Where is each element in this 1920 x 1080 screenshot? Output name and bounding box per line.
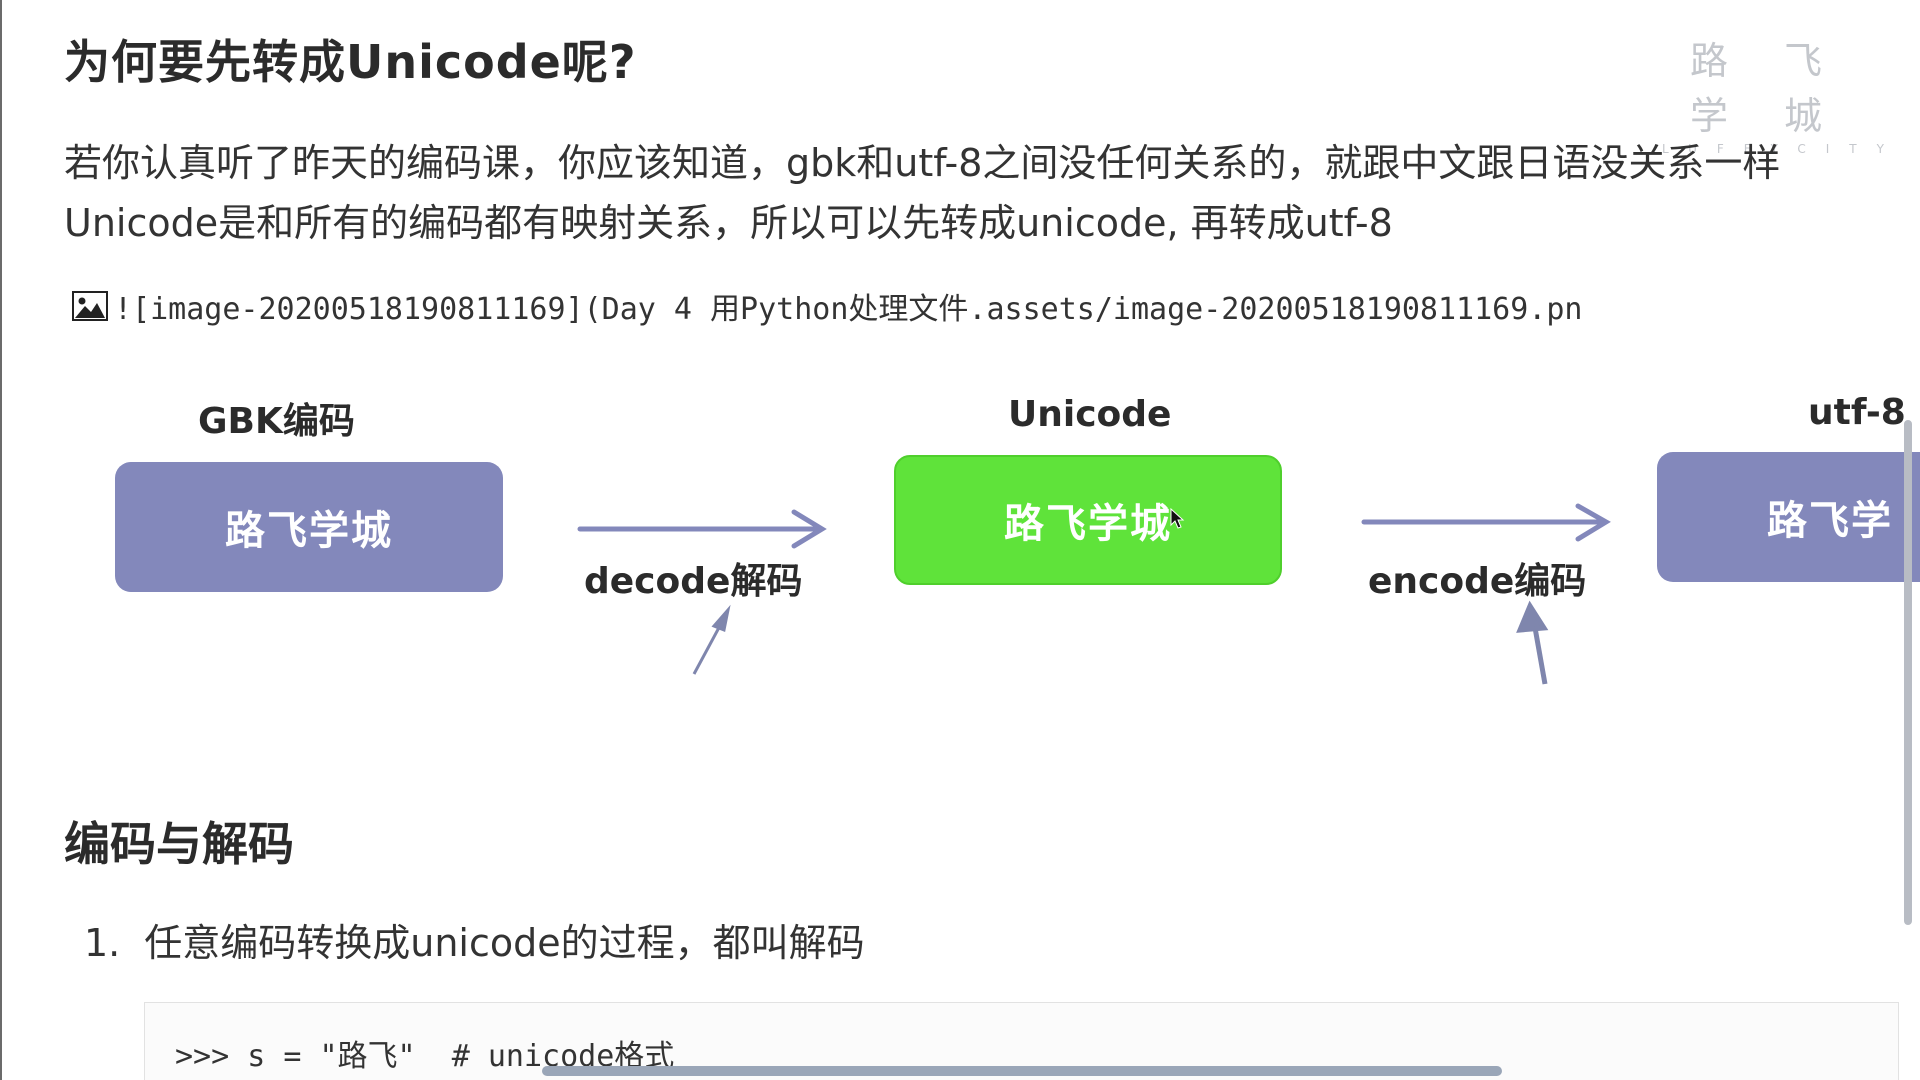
broken-image-markdown[interactable]: ![image-20200518190811169](Day 4 用Python… <box>72 284 1583 328</box>
decode-pointer-arrow <box>692 604 731 675</box>
encode-arrow <box>1361 503 1611 542</box>
gbk-box: 路飞学城 <box>115 462 503 592</box>
image-markdown-text: ![image-20200518190811169](Day 4 用Python… <box>114 292 1583 327</box>
list-item-text: 任意编码转换成unicode的过程，都叫解码 <box>144 921 865 965</box>
utf8-box-text: 路飞学 <box>1767 498 1893 544</box>
list-item-number: 1. <box>84 921 121 965</box>
unicode-label: Unicode <box>1008 394 1172 435</box>
decode-arrow <box>577 509 827 549</box>
utf8-box: 路飞学 <box>1657 452 1920 582</box>
heading-encode-decode: 编码与解码 <box>64 817 294 871</box>
decode-label: decode解码 <box>584 561 803 602</box>
paragraph-line-2: Unicode是和所有的编码都有映射关系，所以可以先转成unicode, 再转成… <box>64 201 1393 245</box>
gbk-box-text: 路飞学城 <box>225 508 393 554</box>
utf8-label: utf-8 <box>1808 392 1906 433</box>
image-icon <box>72 291 108 321</box>
unicode-box-text: 路飞学城 <box>1004 501 1172 547</box>
luffycity-watermark: 路 飞 学 城 LUFFYCITY <box>1662 30 1904 156</box>
gbk-label: GBK编码 <box>198 401 355 442</box>
unicode-box: 路飞学城 <box>894 455 1282 585</box>
encode-pointer-arrow <box>1516 600 1549 685</box>
watermark-cn: 路 飞 学 城 <box>1689 39 1845 138</box>
horizontal-scrollbar[interactable] <box>542 1066 1502 1076</box>
encode-label: encode编码 <box>1368 561 1587 602</box>
mouse-cursor-icon <box>1170 508 1185 529</box>
vertical-scrollbar[interactable] <box>1904 420 1912 925</box>
heading-why-unicode: 为何要先转成Unicode呢? <box>64 35 637 89</box>
watermark-en: LUFFYCITY <box>1662 142 1904 156</box>
paragraph-line-1: 若你认真听了昨天的编码课，你应该知道，gbk和utf-8之间没任何关系的，就跟中… <box>64 141 1781 185</box>
list-item: 1. 任意编码转换成unicode的过程，都叫解码 <box>84 912 865 967</box>
